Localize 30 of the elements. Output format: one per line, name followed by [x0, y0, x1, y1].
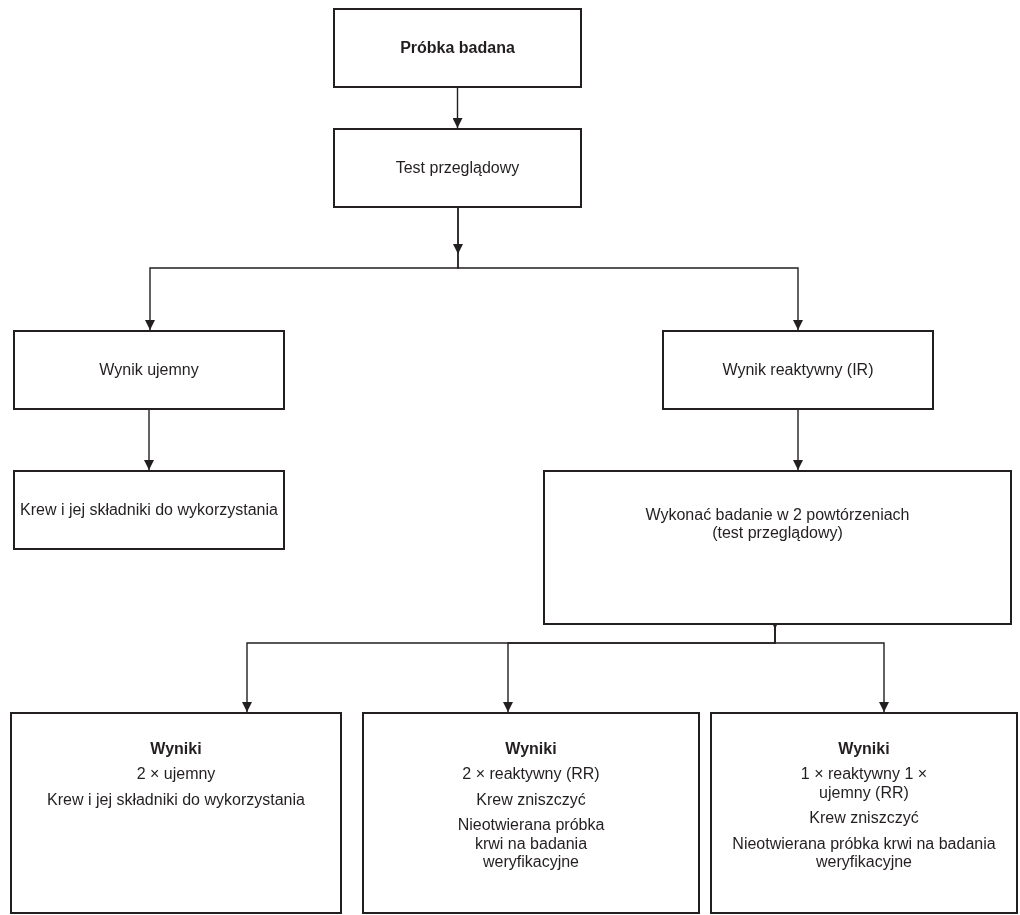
process-box [333, 128, 582, 208]
box-text: Krew i jej składniki do wykorzystania [47, 790, 305, 810]
box-text: Wynik reaktywny (IR) [722, 360, 874, 380]
box-text: Nieotwierana próbka krwi na badania weryfikacyjne [456, 816, 606, 872]
box-text: Wynik ujemny [99, 360, 199, 380]
arrow [457, 207, 803, 331]
process-box [362, 712, 700, 914]
arrow [144, 409, 154, 471]
box-text: Nieotwierana próbka krwi na badania weryfikacyjne [732, 834, 996, 872]
process-box [13, 470, 285, 550]
box-text: Krew zniszczyć [809, 809, 919, 828]
box-text: 2 × ujemny [136, 765, 216, 784]
box-heading: Wyniki [505, 740, 557, 759]
box-text: Próbka badana [400, 38, 515, 58]
box-text: 2 × reaktywny (RR) [462, 765, 600, 784]
box-text: Test przeglądowy [395, 158, 520, 178]
box-heading: Wyniki [838, 740, 890, 759]
box-text: Wykonać badanie w 2 powtórzeniach (test przeglądowy) [644, 506, 911, 543]
process-box [333, 8, 582, 88]
box-heading: Wyniki [150, 740, 202, 759]
process-box [13, 330, 285, 410]
box-text: 1 × reaktywny 1 × ujemny (RR) [799, 765, 929, 803]
process-box [543, 470, 1012, 625]
arrow [793, 409, 803, 471]
box-text: Krew zniszczyć [476, 790, 586, 810]
box-text: Krew i jej składniki do wykorzystania [20, 500, 278, 520]
process-box [710, 712, 1018, 914]
process-box [662, 330, 934, 410]
arrow [452, 87, 463, 129]
process-box [10, 712, 342, 914]
